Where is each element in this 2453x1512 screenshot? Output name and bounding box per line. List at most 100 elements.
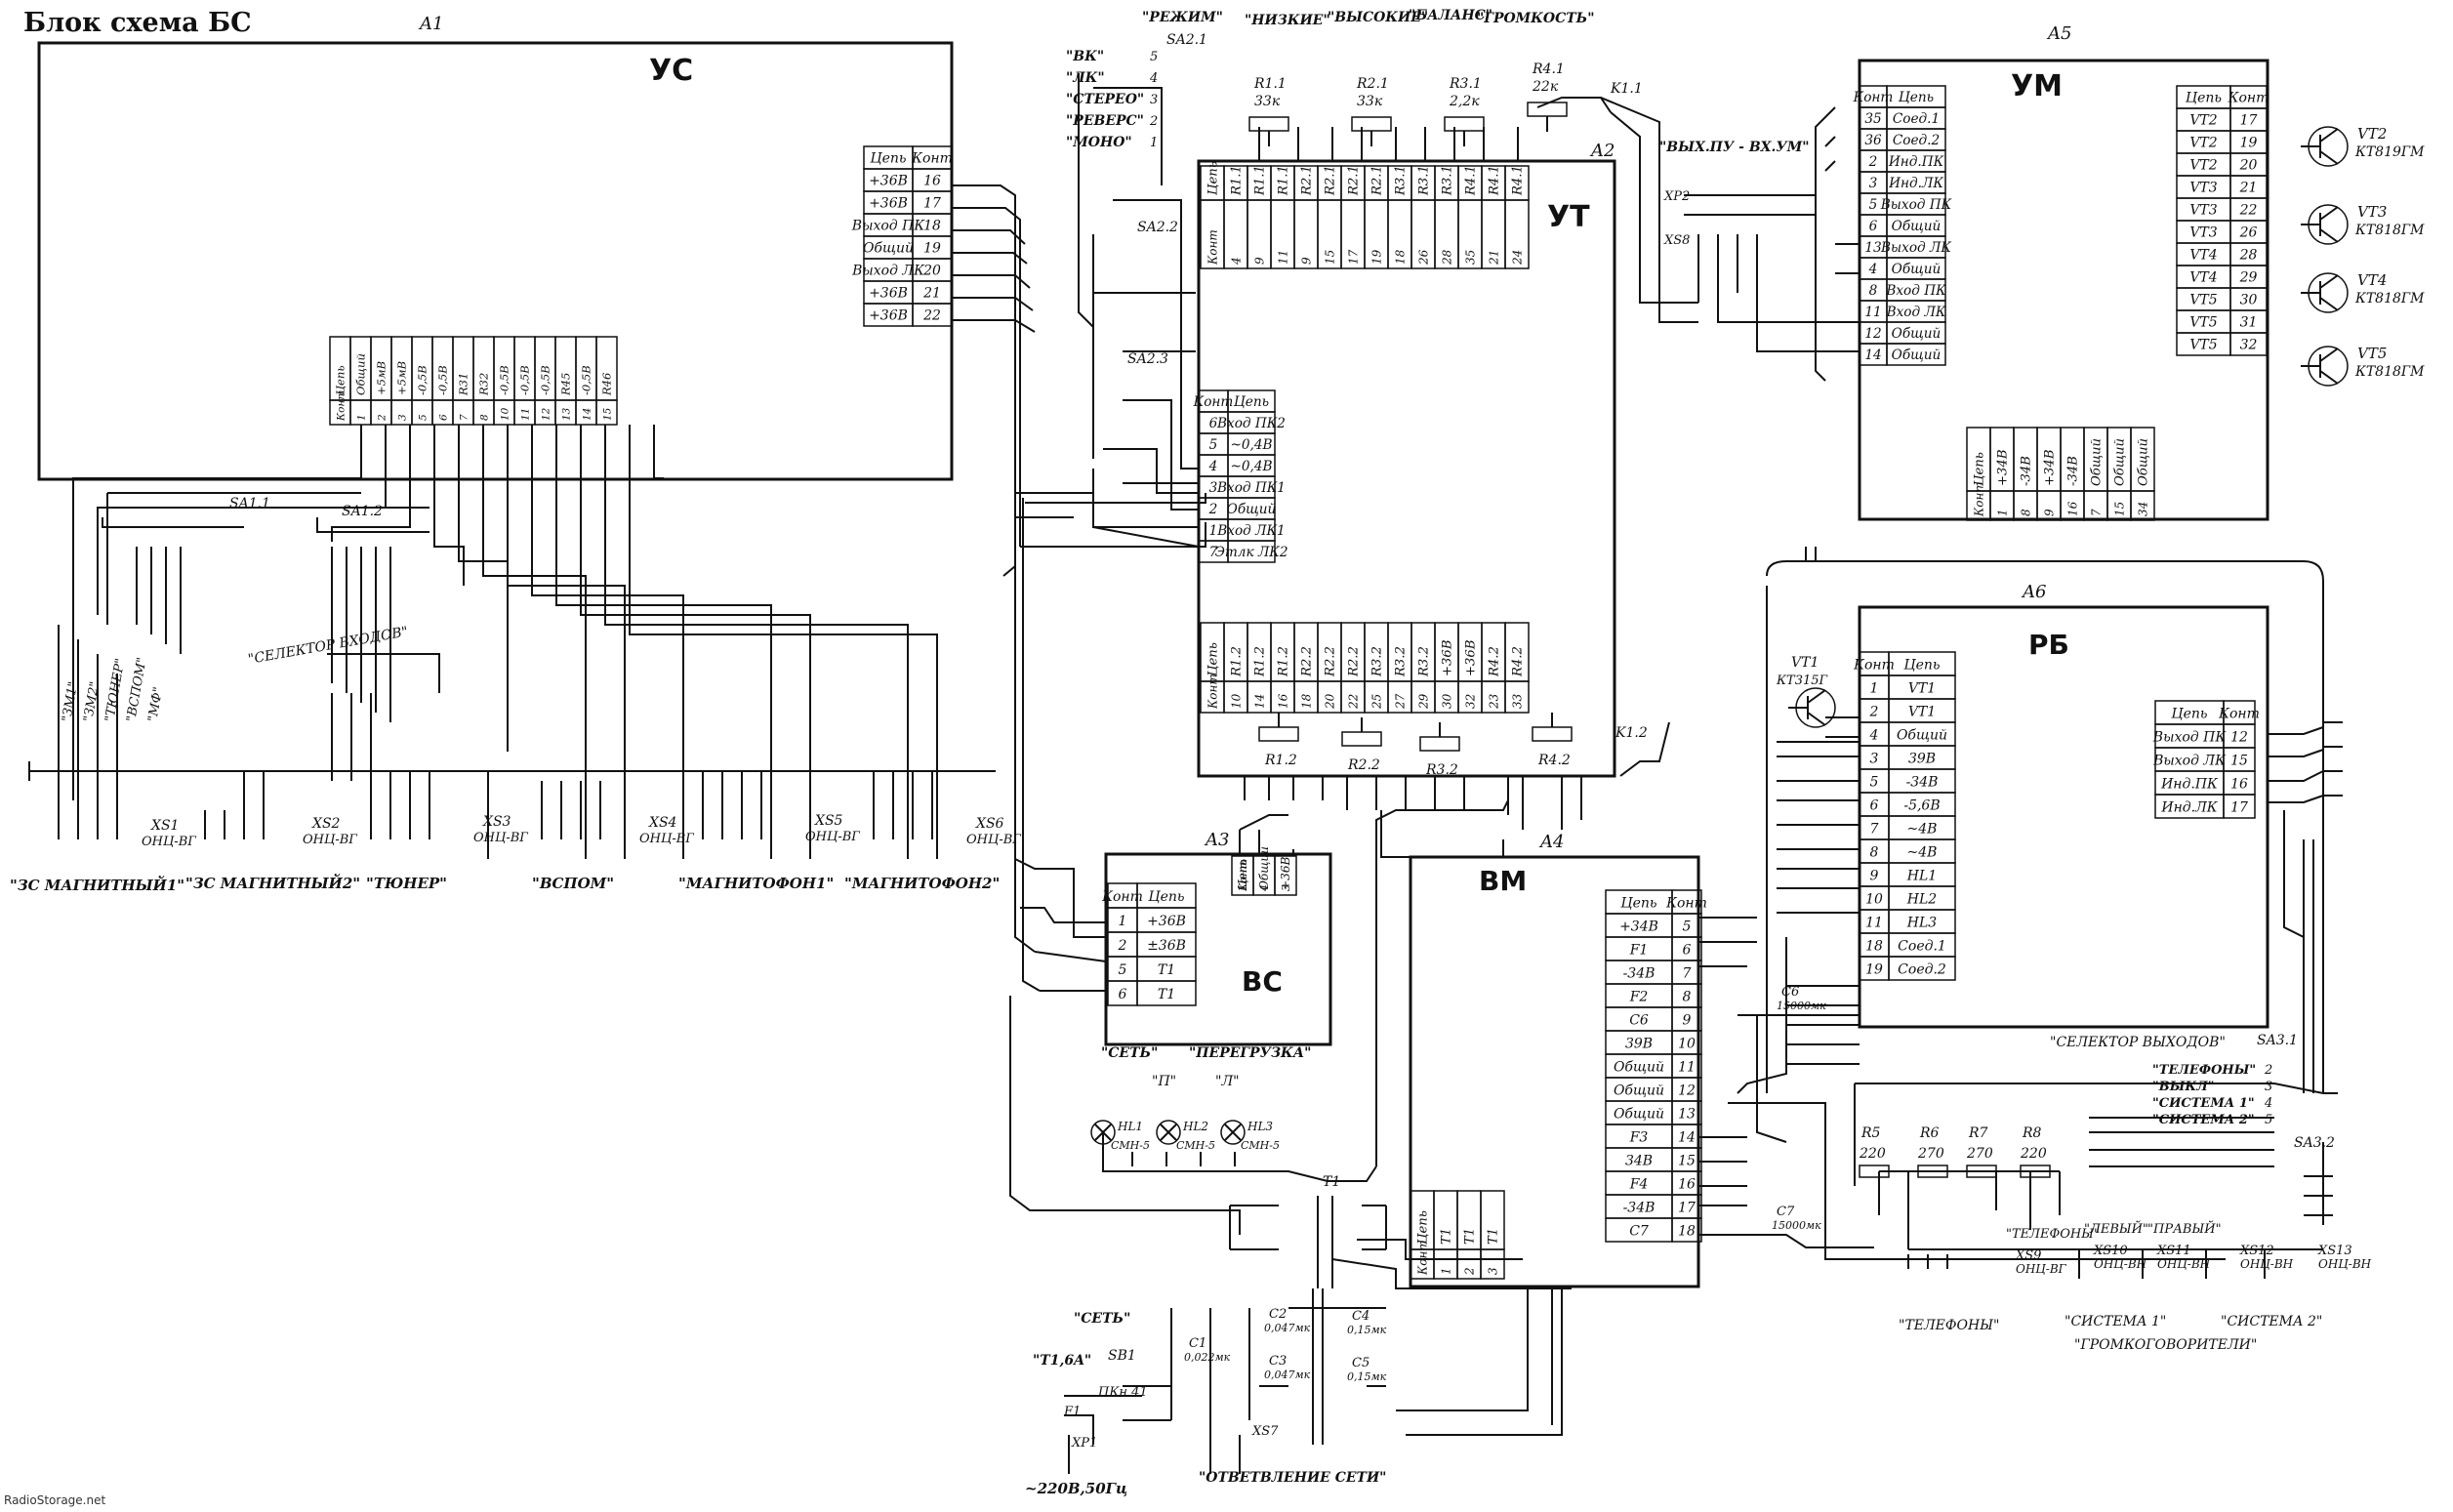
a4-pins-text: F4 (1629, 1176, 1649, 1192)
capacitor-value: 0,15мк (1347, 1370, 1387, 1383)
transistor-type: КТ818ГМ (2354, 291, 2425, 306)
lamp-symbol (1090, 1120, 1116, 1145)
a1-right-text: Конт (911, 151, 953, 167)
resistor-value: 270 (1966, 1146, 1993, 1162)
a5-left-text: Выход ПК (1880, 197, 1952, 213)
a1-right-text: 17 (923, 196, 941, 212)
power-switch-label: "СЕТЬ" (1074, 1311, 1130, 1327)
a1-bottom-text: -0,5В (415, 365, 429, 395)
connector-type: ОНЦ-ВГ (805, 830, 860, 844)
a3-pins-text: Т1 (1158, 987, 1175, 1002)
a5-left-text: 12 (1864, 326, 1881, 342)
a5-right-text: VT2 (2189, 113, 2217, 129)
a6-left-text: HL3 (1906, 915, 1938, 930)
a6-right-cell (2223, 794, 2256, 819)
a4-pins-text: Цепь (1620, 895, 1656, 911)
a1-right-text: 20 (922, 264, 941, 279)
a4-pins-text: F2 (1629, 989, 1649, 1004)
a5-bottom-text: 7 (2089, 509, 2103, 516)
switch-ref: SA1.2 (342, 504, 383, 519)
mode-switch-item: "РЕВЕРС" (1066, 113, 1144, 129)
out-connector-type: ОНЦ-ВН (2240, 1257, 2294, 1271)
a2-top-text: 17 (1346, 249, 1360, 265)
a2-bottom-text: R2.2 (1299, 646, 1314, 677)
a2-left-text: Этлк ЛК2 (1214, 545, 1288, 560)
a2-top-text: R1.1 (1252, 165, 1267, 196)
a3-top-text: 4 (1258, 884, 1271, 892)
a6-left-text: 8 (1870, 844, 1879, 860)
out-connector-ref: XS13 (2317, 1244, 2352, 1258)
a2-left-cell (1227, 540, 1276, 563)
a3-pins-text: Цепь (1148, 889, 1184, 905)
pot-value: 22к (1532, 79, 1559, 95)
a1-bottom-text: R31 (456, 373, 470, 396)
a4-pins-text: 34В (1625, 1153, 1653, 1168)
a2-top-text: 4 (1229, 257, 1243, 266)
a5-left-text: Соед.2 (1893, 133, 1940, 148)
plug-ref: XP1 (1071, 1436, 1097, 1451)
a2-left-text: 7 (1209, 545, 1218, 560)
a1-right-text: +36В (869, 308, 908, 324)
block-a4-id: A4 (1538, 832, 1564, 852)
a1-bottom-pin-table: ЦепьКонтОбщий1+5мВ2+5мВ3-0,5В5-0,5В6R317… (329, 336, 618, 426)
a2-top-text: 21 (1487, 250, 1500, 266)
a4-pins-text: 17 (1678, 1200, 1696, 1215)
a5-bottom-text: 16 (2065, 501, 2079, 516)
transistor-ref: VT4 (2357, 271, 2387, 289)
mode-switch-item: "МОНО" (1066, 135, 1132, 150)
a2-bottom-text: R2.2 (1323, 646, 1337, 677)
pot-ref: R3.2 (1425, 762, 1458, 778)
pot-value: 2,2к (1449, 94, 1480, 109)
a1-bottom-text: Цепь (333, 365, 347, 395)
a4-bottom-cell (1480, 1248, 1505, 1280)
page-title: Блок схема БС (23, 8, 252, 38)
a4-pins-text: Конт (1665, 895, 1707, 911)
lamp-cross (1094, 1124, 1112, 1141)
mode-switch-item: "СТЕРЕО" (1066, 92, 1144, 107)
transistor-leads (2301, 128, 2339, 165)
pot-body (1527, 102, 1568, 117)
top-label: "БАЛАНС" (1409, 8, 1492, 23)
a1-bottom-text: 10 (499, 407, 511, 421)
switch-ref: K1.2 (1615, 725, 1648, 741)
a2-bottom-text: 14 (1252, 694, 1266, 709)
transformer-ref: T1 (1323, 1174, 1340, 1190)
block-a6-id: A6 (2021, 582, 2046, 602)
a6-left-text: 5 (1870, 774, 1879, 790)
pot-body (1341, 731, 1382, 747)
a2-top-text: 26 (1416, 249, 1430, 266)
a5-right-text: VT3 (2189, 203, 2217, 219)
a5-right-text: VT2 (2189, 158, 2217, 174)
a4-pins-text: Общий (1614, 1106, 1664, 1122)
a2-top-text: Цепь (1206, 161, 1220, 195)
mains-label: ~220В,50Гц (1025, 1480, 1127, 1497)
transistor-ref: VT3 (2357, 203, 2387, 221)
top-label: "ВЫСОКИЕ" (1328, 10, 1428, 25)
a5-bottom-text: 34 (2136, 502, 2149, 516)
lamp-label: "СЕТЬ" (1101, 1045, 1158, 1061)
resistor-ref: R6 (1919, 1125, 1940, 1141)
a2-bottom-text: R3.2 (1370, 646, 1384, 677)
a1-bottom-text: R32 (476, 373, 490, 396)
a1-bottom-text: Общий (353, 353, 367, 395)
a5-left-cell (1886, 343, 1946, 366)
a5-bottom-cell (2130, 490, 2155, 521)
a1-bottom-text: R45 (558, 373, 572, 396)
a2-top-text: Конт (1206, 229, 1219, 266)
a5-right-text: 20 (2239, 158, 2258, 174)
a2-top-text: 28 (1440, 249, 1453, 266)
a5-bottom-text: Общий (2136, 438, 2150, 486)
transistor-type: КТ315Г (1776, 674, 1828, 688)
resistor-ref: R5 (1860, 1125, 1881, 1141)
a2-bottom-text: R3.2 (1393, 646, 1408, 677)
transistor-type: КТ819ГМ (2354, 144, 2425, 160)
mode-switch-pos: 5 (1150, 50, 1158, 64)
a5-right-text: VT5 (2189, 293, 2217, 308)
a5-a6-bus (1766, 560, 2324, 1093)
a3-pins-text: Конт (1101, 889, 1143, 905)
a5-left-text: Вход ПК (1885, 283, 1946, 299)
a1-bottom-text: -0,5В (538, 365, 552, 395)
a6-left-text: 11 (1865, 915, 1883, 930)
a4-pins-text: 18 (1678, 1223, 1696, 1239)
top-label: "РЕЖИМ" (1142, 10, 1223, 25)
